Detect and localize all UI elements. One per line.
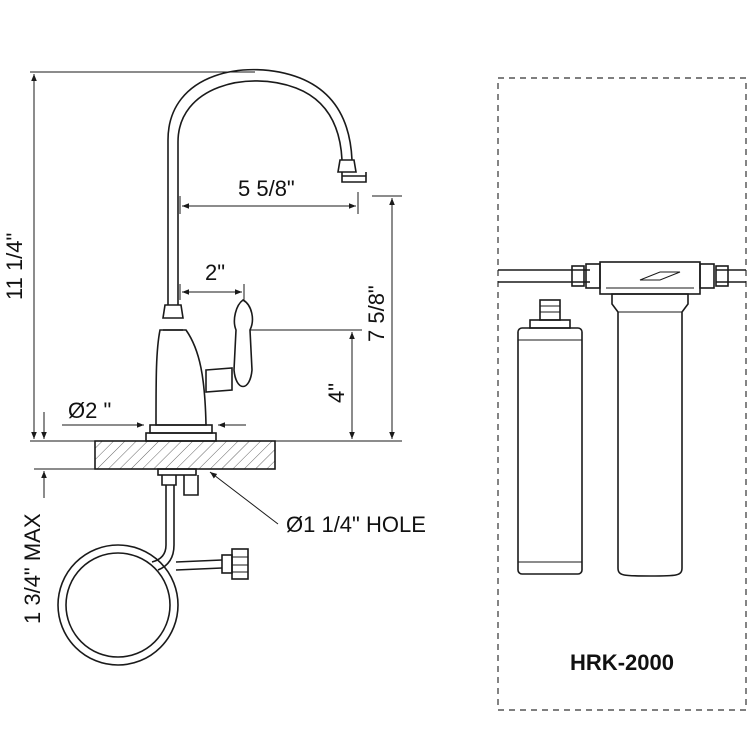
spout-reach-label: 5 5/8" [238, 176, 295, 201]
filter-kit-border [497, 77, 747, 711]
filter-housing [611, 293, 689, 577]
coiled-supply-line [57, 544, 179, 666]
base-diameter-label: Ø2 " [68, 398, 111, 423]
filter-model-label: HRK-2000 [570, 650, 674, 675]
handle-offset-label: 2" [205, 260, 225, 285]
spout-tip [337, 159, 367, 183]
handle-height-label: 4" [324, 383, 349, 403]
spout [167, 68, 353, 305]
dimension-lines [30, 71, 402, 525]
total-height-label: 11 1/4" [2, 233, 27, 300]
max-thickness-label: 1 3/4" MAX [20, 513, 45, 624]
spout-height-label: 7 5/8" [364, 285, 389, 342]
faucet-body [155, 329, 207, 426]
countertop [94, 440, 276, 470]
filter-head [599, 261, 701, 295]
filter-cartridge [529, 319, 571, 329]
filter-kit-panel: HRK-2000 [497, 77, 747, 711]
hole-size-label: Ø1 1/4" HOLE [286, 512, 426, 537]
faucet-drawing [57, 68, 367, 666]
handle [205, 367, 233, 393]
